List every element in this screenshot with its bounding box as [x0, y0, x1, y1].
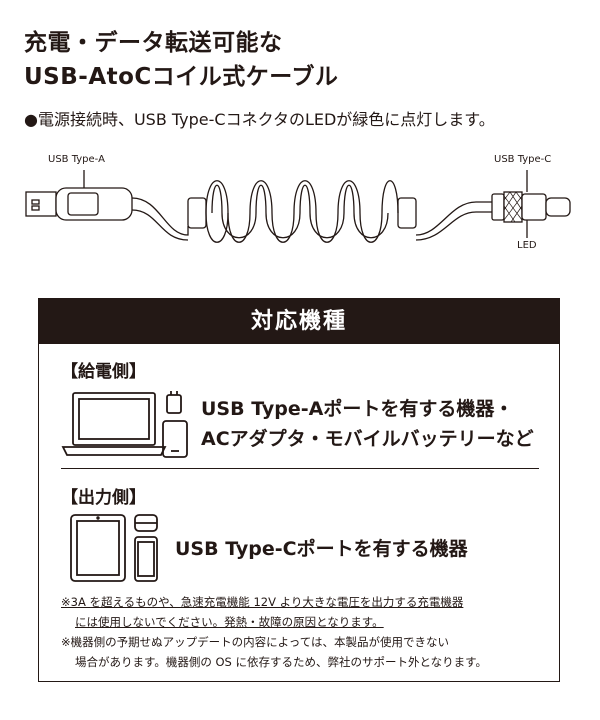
label-usb-type-a: USB Type-A	[48, 154, 105, 165]
note-1-line-2: には使用しないでください。発熱・故障の原因となります。	[75, 615, 384, 629]
title-line-1: 充電・データ転送可能な	[24, 30, 283, 56]
supply-side-label: 【給電側】	[61, 362, 146, 382]
note-2-line-2: 場合があります。機器側の OS に依存するため、弊社のサポート外となります。	[75, 655, 488, 669]
compatible-devices-box: 対応機種 【給電側】 USB Type-Aポートを有する機器・ ACアダプタ・モ…	[38, 298, 560, 682]
label-led: LED	[517, 240, 537, 251]
title-line-2: USB-AtoCコイル式ケーブル	[24, 64, 339, 90]
note-1-line-1: ※3A を超えるものや、急速充電機能 12V より大きな電圧を出力する充電機器	[61, 595, 464, 609]
page-title: 充電・データ転送可能な USB-AtoCコイル式ケーブル	[24, 26, 338, 94]
supply-line-1: USB Type-Aポートを有する機器・	[201, 398, 514, 420]
supply-line-2: ACアダプタ・モバイルバッテリーなど	[201, 428, 534, 450]
coil-cable-illustration: USB Type-A USB Type-C LED	[0, 140, 600, 270]
output-side-label: 【出力側】	[61, 488, 146, 508]
note-2-line-1: ※機器側の予期せぬアップデートの内容によっては、本製品が使用できない	[61, 635, 449, 649]
tablet-phone-earbuds-icon	[70, 514, 158, 582]
output-line-1: USB Type-Cポートを有する機器	[175, 538, 468, 560]
led-note: ●電源接続時、USB Type-CコネクタのLEDが緑色に点灯します。	[24, 110, 495, 129]
compatible-devices-heading: 対応機種	[39, 299, 559, 344]
label-usb-type-c: USB Type-C	[494, 154, 552, 165]
cable-drawing	[25, 170, 571, 243]
laptop-charger-battery-icon	[61, 391, 188, 458]
section-divider	[61, 468, 539, 469]
